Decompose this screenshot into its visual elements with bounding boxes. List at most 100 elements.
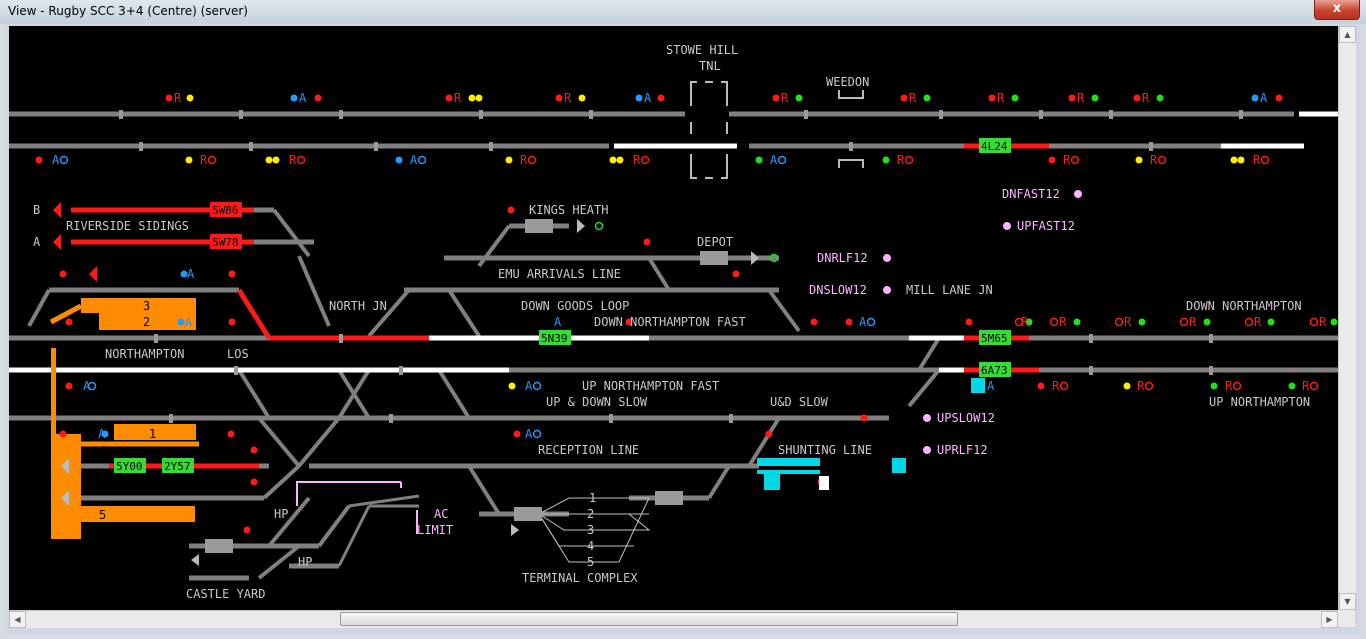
label-line-a: A xyxy=(33,235,41,249)
aspect-r: R xyxy=(520,153,528,167)
label-riverside-sidings: RIVERSIDE SIDINGS xyxy=(66,219,189,233)
aspect-letters: R A R R A R R R R R A A R R A R R A R R … xyxy=(52,91,1327,441)
close-button[interactable]: x xyxy=(1314,0,1360,20)
aspect-r: R xyxy=(1142,91,1150,105)
aspect-r: R xyxy=(174,91,182,105)
aspect-a: A xyxy=(83,379,91,393)
orange-layer xyxy=(51,298,196,539)
aspect-r: R xyxy=(781,91,789,105)
label-weedon: WEEDON xyxy=(826,75,869,89)
buffer-stop xyxy=(819,476,829,490)
label-castle-yard: CASTLE YARD xyxy=(186,587,265,601)
aspect-r: R xyxy=(633,153,641,167)
berth-2y57: 2Y57 xyxy=(164,460,191,473)
aspect-r: R xyxy=(289,153,297,167)
track-layer xyxy=(9,111,1338,581)
plunger-labels: DNFAST12 UPFAST12 DNRLF12 DNSLOW12 UPSLO… xyxy=(417,187,1075,537)
horizontal-scroll-thumb[interactable] xyxy=(340,612,958,626)
horizontal-scrollbar[interactable]: ◀ ▶ xyxy=(9,610,1338,628)
label-shunting-line: SHUNTING LINE xyxy=(778,443,872,457)
aspect-r: R xyxy=(1021,315,1029,329)
signalling-display[interactable]: R A R R A R R R R R A A R R A R R A R R … xyxy=(9,26,1338,610)
tunnel-marks xyxy=(690,81,864,179)
berth-5y00-bg xyxy=(114,458,146,473)
label-los: LOS xyxy=(227,347,249,361)
label-kings-heath: KINGS HEATH xyxy=(529,203,608,217)
berth-5w78: 5W78 xyxy=(212,236,239,249)
aspect-a: A xyxy=(859,315,867,329)
title-bar: View - Rugby SCC 3+4 (Centre) (server) x xyxy=(0,0,1366,24)
shunting-line-layer xyxy=(757,378,985,490)
aspect-r: R xyxy=(1063,153,1071,167)
label-down-northampton-fast: DOWN NORTHAMPTON FAST xyxy=(594,315,746,329)
aspect-r: R xyxy=(909,91,917,105)
label-limit: LIMIT xyxy=(417,523,453,537)
orange-labels: 4 5 3 2 1 xyxy=(99,299,156,522)
label-up-northampton: UP NORTHAMPTON xyxy=(1209,395,1310,409)
aspect-a: A xyxy=(299,91,307,105)
plunger-upfast12: UPFAST12 xyxy=(1017,219,1075,233)
label-up-down-slow: UP & DOWN SLOW xyxy=(546,395,648,409)
berth-5w78-bg xyxy=(210,234,242,249)
label-down-northampton: DOWN NORTHAMPTON xyxy=(1186,299,1302,313)
aspect-r: R xyxy=(200,153,208,167)
plunger-dots xyxy=(883,190,1082,454)
label-up-northampton-fast: UP NORTHAMPTON FAST xyxy=(582,379,719,393)
label-arrow-2: 2 xyxy=(143,315,150,329)
scroll-right-button[interactable]: ▶ xyxy=(1321,611,1338,628)
scroll-left-button[interactable]: ◀ xyxy=(9,611,26,628)
berth-text: 4L24 5W86 5W78 5N39 5M65 6A73 5Y00 2Y57 xyxy=(116,140,1008,473)
label-tnl: TNL xyxy=(699,59,721,73)
label-siding-2: 2 xyxy=(587,507,594,521)
label-platform-5: 5 xyxy=(99,508,106,522)
aspect-r: R xyxy=(1059,315,1067,329)
shunt-arrows xyxy=(53,202,759,566)
berth-5w86: 5W86 xyxy=(212,204,239,217)
scroll-down-button[interactable]: ▼ xyxy=(1339,593,1356,610)
label-terminal-complex: TERMINAL COMPLEX xyxy=(522,571,638,585)
label-arrow-3: 3 xyxy=(143,299,150,313)
label-north-jn: NORTH JN xyxy=(329,299,387,313)
label-stowe-hill: STOWE HILL xyxy=(666,43,738,57)
aspect-r: R xyxy=(1253,153,1261,167)
scroll-up-button[interactable]: ▲ xyxy=(1339,26,1356,43)
aspect-a: A xyxy=(410,153,418,167)
label-mill-lane-jn: MILL LANE JN xyxy=(906,283,993,297)
window-title: View - Rugby SCC 3+4 (Centre) (server) xyxy=(8,4,248,18)
berth-5m65-bg xyxy=(979,330,1011,345)
aspect-a: A xyxy=(987,379,995,393)
berth-5n39-bg xyxy=(539,330,571,345)
label-ud-slow: U&D SLOW xyxy=(770,395,829,409)
aspect-r: R xyxy=(1319,315,1327,329)
aspect-r: R xyxy=(1302,379,1310,393)
aspect-r: R xyxy=(1124,315,1132,329)
label-platform-4: 4 xyxy=(99,444,106,458)
label-hp-upper: HP xyxy=(274,507,288,521)
label-siding-1: 1 xyxy=(589,491,596,505)
label-depot: DEPOT xyxy=(697,235,733,249)
berth-layer xyxy=(114,138,1011,473)
label-line-b: B xyxy=(33,203,40,217)
siding-ladders xyxy=(205,219,728,553)
aspect-r: R xyxy=(564,91,572,105)
plunger-uprlf12: UPRLF12 xyxy=(937,443,988,457)
scrollbar-corner xyxy=(1338,610,1355,627)
location-labels: STOWE HILL TNL WEEDON B A RIVERSIDE SIDI… xyxy=(33,43,1310,601)
aspect-a: A xyxy=(525,427,533,441)
aspect-a: A xyxy=(187,267,195,281)
aspect-r: R xyxy=(1189,315,1197,329)
label-hp-lower: HP xyxy=(298,555,312,569)
aspect-a: A xyxy=(525,379,533,393)
plunger-dnfast12: DNFAST12 xyxy=(1002,187,1060,201)
aspect-r: R xyxy=(1137,379,1145,393)
berth-5w86-bg xyxy=(210,202,242,217)
track-diagram[interactable]: R A R R A R R R R R A A R R A R R A R R … xyxy=(9,26,1338,610)
aspect-a: A xyxy=(1260,91,1268,105)
aspect-a: A xyxy=(52,153,60,167)
aspect-a: A xyxy=(98,427,106,441)
plunger-dnrlf12: DNRLF12 xyxy=(817,251,868,265)
berth-4l24-bg xyxy=(979,138,1011,153)
vertical-scrollbar[interactable]: ▲ ▼ xyxy=(1338,26,1356,610)
plunger-dnslow12: DNSLOW12 xyxy=(809,283,867,297)
aspect-r: R xyxy=(454,91,462,105)
